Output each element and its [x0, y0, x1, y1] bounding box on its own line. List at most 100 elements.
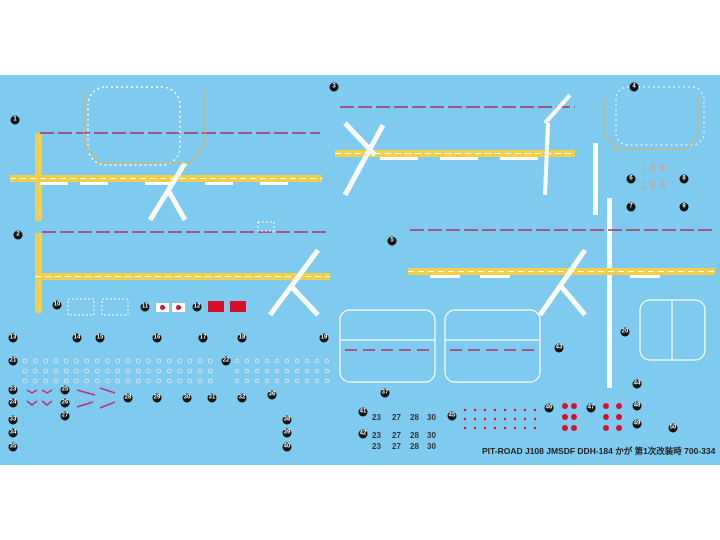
dot-decal [84, 368, 90, 374]
dot-decal [187, 358, 193, 364]
decal-number-marker: 49 [632, 419, 642, 429]
dot-decal [284, 378, 290, 384]
decal-number-marker: 15 [95, 333, 105, 343]
dot-decal [146, 378, 152, 384]
dot-decal [274, 358, 280, 364]
decal-number-marker: 36 [267, 390, 277, 400]
decal-number-marker: 21 [8, 356, 18, 366]
decal-number-marker: 42 [358, 429, 368, 439]
decal-number-marker: 32 [237, 393, 247, 403]
chevrons [26, 387, 116, 409]
dot-decal [22, 368, 28, 374]
decal-number-marker: 1 [10, 115, 20, 125]
dot-decal [177, 358, 182, 364]
deck-marking-2 [35, 221, 330, 317]
red-dot-decal [493, 408, 497, 412]
red-dot-decal [493, 417, 497, 421]
dot-decal [115, 358, 121, 364]
dot-decal [63, 368, 69, 374]
decal-number-marker: 45 [447, 411, 457, 421]
dot-decal [115, 378, 121, 384]
dot-decal [22, 378, 28, 384]
decal-number-marker: 35 [8, 442, 18, 452]
decal-number-marker: 37 [380, 388, 390, 398]
dot-decal [324, 358, 330, 364]
dot-decal [197, 368, 203, 374]
decal-number-marker: 34 [8, 428, 18, 438]
small-number: 28 [410, 413, 419, 422]
deck-marking-1 [10, 86, 322, 222]
red-dot-decal [523, 417, 527, 421]
dot-decal [43, 368, 48, 374]
red-dot-decal [503, 426, 507, 430]
dot-decal [74, 368, 79, 374]
decal-number-marker: 26 [60, 398, 70, 408]
decal-number-marker: 28 [123, 393, 133, 403]
decal-number-marker: 31 [207, 393, 217, 403]
red-dot-decal [513, 426, 517, 430]
small-number: 27 [392, 431, 401, 440]
dot-decal [274, 368, 280, 374]
decal-number-marker: 30 [182, 393, 192, 403]
decal-number-marker: 22 [221, 356, 231, 366]
dot-decal [304, 378, 310, 384]
dot-decal [177, 368, 182, 374]
dot-decal [84, 378, 90, 384]
dot-decal [115, 368, 121, 374]
decal-number-marker: 48 [632, 401, 642, 411]
dot-decal [264, 358, 270, 364]
dot-decal [197, 378, 203, 384]
dot-decal [105, 358, 110, 364]
deck-marking-4 [593, 86, 705, 388]
red-dot-decal [473, 417, 477, 421]
small-number: 28 [410, 431, 419, 440]
decal-number-marker: 19 [319, 333, 329, 343]
dot-decal [274, 378, 280, 384]
dot-decal [94, 378, 100, 384]
decal-number-marker: 33 [8, 415, 18, 425]
red-dot-decal [503, 408, 507, 412]
dot-decal [254, 378, 260, 384]
red-dot-decal [533, 417, 537, 421]
decal-number-marker: 8 [679, 174, 689, 184]
dot-decal [207, 378, 213, 384]
decal-number-marker: 2 [13, 230, 23, 240]
decal-number-marker: 44 [632, 379, 642, 389]
dot-decal [125, 378, 131, 384]
dot-decal [187, 368, 193, 374]
small-number: 30 [427, 431, 436, 440]
dot-decal [314, 358, 320, 364]
dot-decal [177, 378, 182, 384]
decal-number-marker: 14 [72, 333, 82, 343]
dot-decal [284, 368, 290, 374]
red-dot-decal [473, 426, 477, 430]
dot-decal [234, 358, 240, 364]
dot-decal [284, 358, 290, 364]
dot-decal [63, 378, 69, 384]
dot-decal [294, 358, 300, 364]
dot-decal [74, 358, 79, 364]
red-dot-decal [533, 426, 537, 430]
small-number: 30 [427, 442, 436, 451]
sheet-footer-text: PIT-ROAD J108 JMSDF DDH-184 かが 第1次改装時 70… [482, 446, 716, 456]
decal-number-marker: 24 [8, 398, 18, 408]
decal-number-marker: 27 [60, 411, 70, 421]
decal-number-marker: 5 [387, 236, 397, 246]
dot-decal [84, 358, 90, 364]
small-number: 28 [410, 442, 419, 451]
red-dot-decal [513, 408, 517, 412]
dot-decal [125, 358, 131, 364]
small-number: 23 [372, 413, 381, 422]
dot-decal [254, 368, 260, 374]
dot-decal [135, 358, 141, 364]
hull-number-decal: 184 [640, 178, 670, 192]
dot-decal [94, 368, 100, 374]
dot-decal [156, 358, 162, 364]
dot-decal [43, 378, 48, 384]
dot-decal [125, 368, 131, 374]
dot-decal [105, 368, 110, 374]
dot-decal [53, 378, 59, 384]
small-number: 23 [372, 431, 381, 440]
dot-decal [187, 378, 193, 384]
dot-decal [294, 378, 300, 384]
